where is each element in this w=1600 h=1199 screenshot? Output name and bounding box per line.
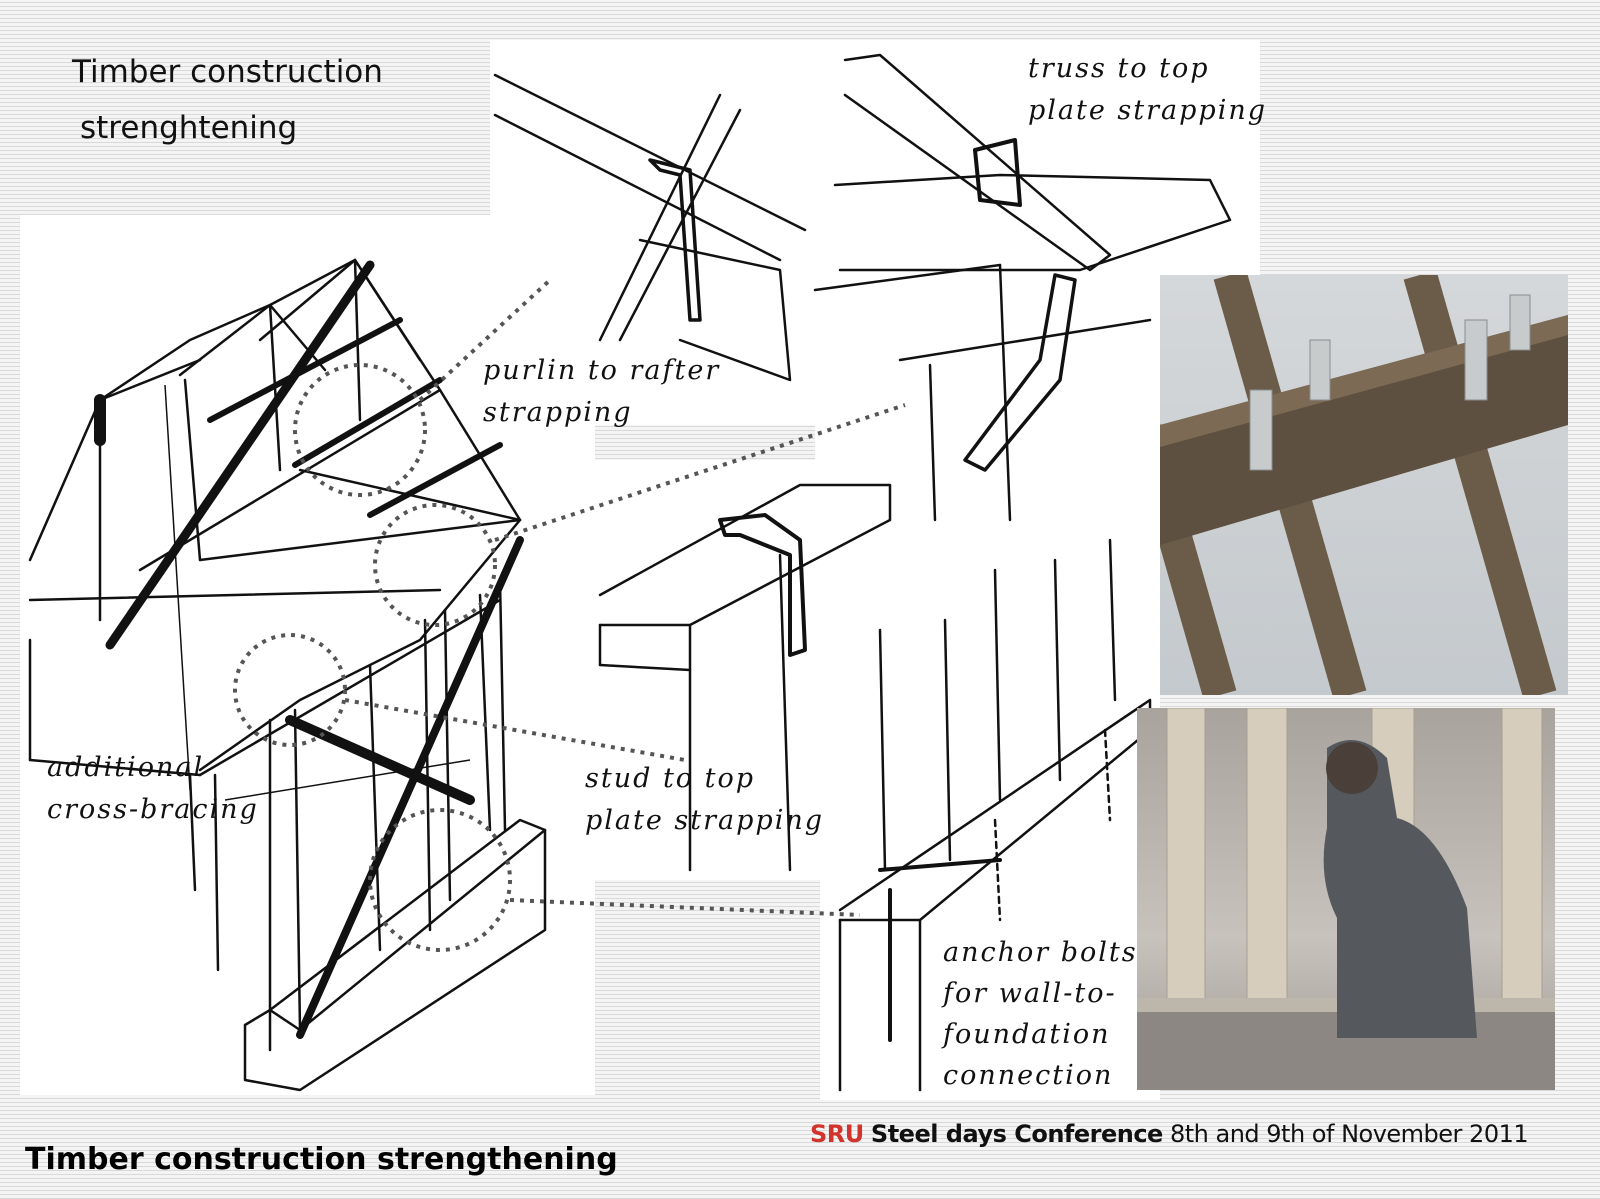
truss-detail [813, 53, 1232, 522]
wall-framing-photo [1137, 708, 1555, 1090]
anchor-label-line-3: foundation [943, 1019, 1111, 1050]
purlin-label: purlin to rafter strapping [483, 350, 720, 434]
purlin-label-line-1: purlin to rafter [483, 355, 721, 386]
title-top-line-2: strenghtening [80, 110, 298, 146]
bracing-label-line-2: cross-bracing [47, 794, 259, 825]
stud-label-line-1: stud to top [585, 763, 756, 794]
footer-dates: 8th and 9th of November 2011 [1169, 1120, 1529, 1148]
truss-label-line-1: truss to top [1028, 53, 1210, 84]
purlin-detail [493, 73, 807, 382]
truss-label: truss to top plate strapping [1028, 48, 1267, 132]
bracing-label: additional cross-bracing [47, 747, 259, 831]
anchor-detail [838, 538, 1152, 1092]
rafter-straps-photo [1160, 275, 1568, 695]
bracing-label-line-1: additional [47, 752, 205, 783]
wall-studs [94, 394, 507, 1052]
page-title: Timber construction strengthening [25, 1142, 618, 1177]
stud-label-line-2: plate strapping [585, 805, 825, 836]
stud-label: stud to top plate strapping [585, 758, 824, 842]
purlin-label-line-2: strapping [483, 397, 633, 428]
footer-event: Steel days Conference [870, 1120, 1163, 1148]
truss-label-line-2: plate strapping [1028, 95, 1268, 126]
title-top: Timber construction strenghtening [72, 44, 383, 156]
anchor-label-line-4: connection [943, 1060, 1114, 1091]
anchor-label-line-1: anchor bolts [943, 937, 1138, 968]
stud-detail [598, 483, 892, 872]
anchor-label-line-2: for wall-to- [943, 978, 1117, 1009]
callouts [233, 278, 906, 952]
footer-brand: SRU [810, 1120, 864, 1148]
footer: SRU Steel days Conference 8th and 9th of… [810, 1120, 1529, 1148]
anchor-label: anchor bolts for wall-to- foundation con… [943, 932, 1138, 1096]
anchor-sketch-panel [820, 540, 1160, 1100]
title-top-line-1: Timber construction [72, 54, 383, 90]
